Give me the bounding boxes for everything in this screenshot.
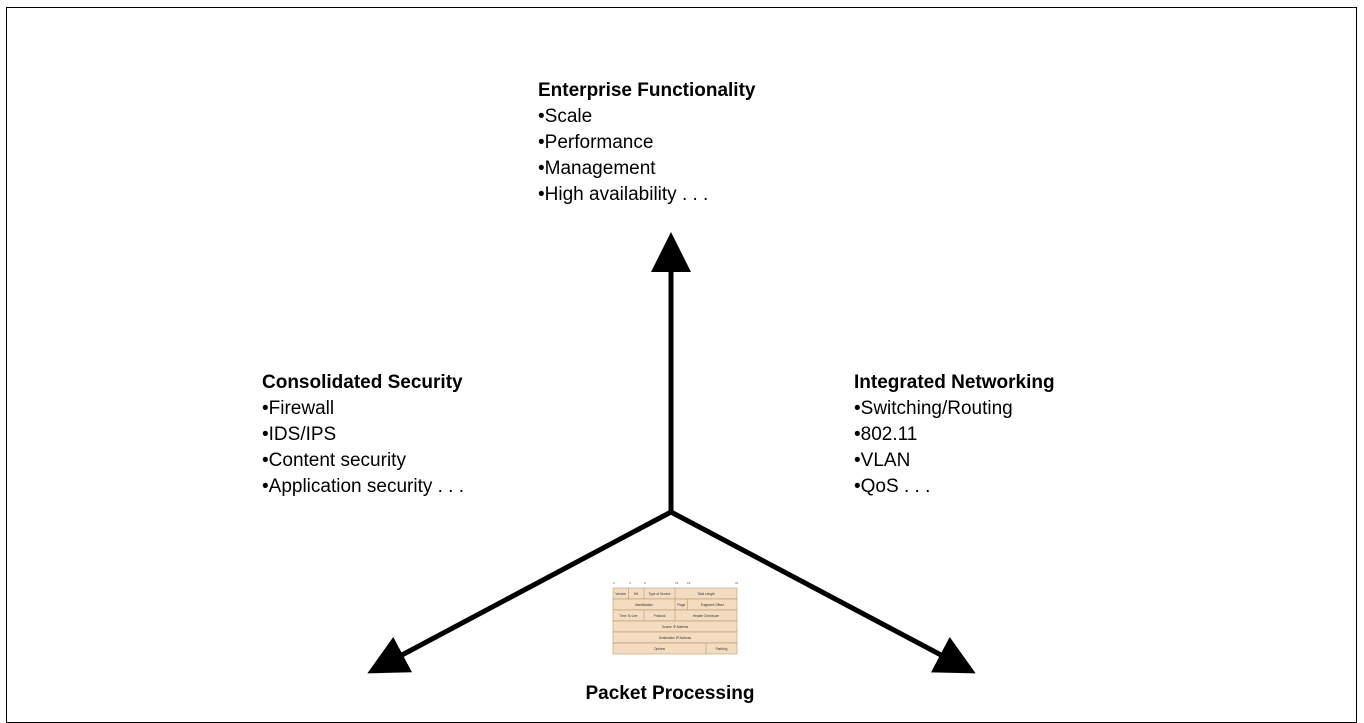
enterprise-block: Enterprise Functionality Scale Performan… [538,78,755,208]
header-row [612,642,738,655]
enterprise-list: Scale Performance Management High availa… [538,104,755,208]
header-field-label: Fragment Offset [701,603,724,607]
bit-tick: 4 [629,581,631,585]
arrow-right [669,509,976,674]
networking-block: Integrated Networking Switching/Routing … [854,370,1055,500]
header-field-label: Type of Service [649,592,671,596]
header-field-label: Identification [635,603,653,607]
list-item: 802.11 [854,422,1055,448]
list-item: QoS . . . [854,474,1055,500]
list-item: Content security [262,448,464,474]
list-item: Scale [538,104,755,130]
networking-list: Switching/Routing 802.11 VLAN QoS . . . [854,396,1055,500]
packet-processing-caption: Packet Processing [585,683,755,704]
header-field-label: Total Length [697,592,715,596]
header-field-label: Options [654,647,665,651]
bit-tick: 16 [675,581,679,585]
bit-tick: 31 [735,581,739,585]
list-item: IDS/IPS [262,422,464,448]
bit-tick: 19 [687,581,691,585]
header-field-label: Destination IP Address [659,636,692,640]
header-field-label: Source IP Address [662,625,689,629]
header-field-label: IHL [634,592,639,596]
security-heading: Consolidated Security [262,372,463,393]
header-field-label: Protocol [654,614,666,618]
header-field-label: Time To Live [620,614,638,618]
arrow-left [367,509,673,674]
list-item: Application security . . . [262,474,464,500]
list-item: Performance [538,130,755,156]
list-item: VLAN [854,448,1055,474]
bit-tick: 0 [613,581,615,585]
networking-heading: Integrated Networking [854,372,1055,393]
security-block: Consolidated Security Firewall IDS/IPS C… [262,370,464,500]
list-item: Switching/Routing [854,396,1055,422]
header-field-label: Version [615,592,626,596]
bit-tick: 8 [644,581,646,585]
enterprise-heading: Enterprise Functionality [538,80,756,101]
list-item: Firewall [262,396,464,422]
header-field-label: Flags [677,603,685,607]
list-item: High availability . . . [538,182,755,208]
header-field-label: Header Checksum [693,614,720,618]
list-item: Management [538,156,755,182]
header-field-label: Padding [716,647,728,651]
security-list: Firewall IDS/IPS Content security Applic… [262,396,464,500]
